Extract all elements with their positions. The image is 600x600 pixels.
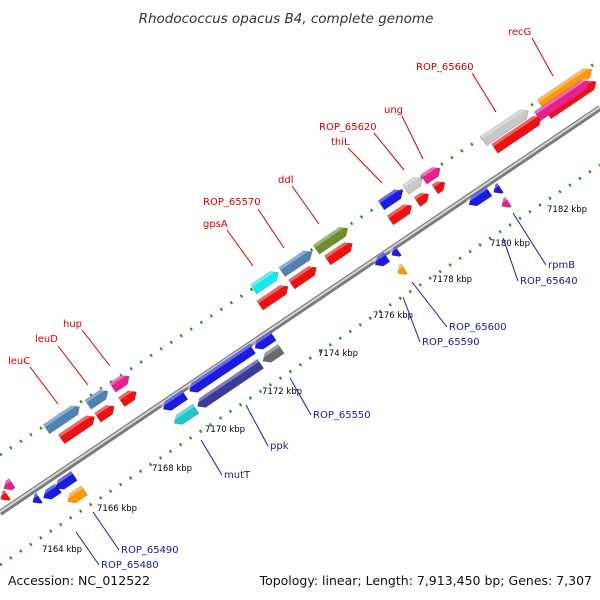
leader-line: [291, 185, 320, 225]
gene-mutt[interactable]: [171, 403, 200, 428]
ticks-layer: 7164 kbp 7166 kbp 7168 kbp 7170 kbp 7172 kbp…: [42, 205, 587, 555]
labels-layer: leuC leuD hup gpsA ROP_65570 ddl thiL ROP_65620…: [8, 27, 578, 571]
gene-label-rop_65640[interactable]: ROP_65640: [520, 276, 578, 287]
gene-hup[interactable]: [109, 371, 133, 393]
gene-gpsa[interactable]: [250, 268, 281, 295]
leader-line: [471, 72, 497, 113]
leader-line: [57, 345, 89, 386]
leader-line: [226, 229, 254, 267]
gene-thil[interactable]: [377, 186, 406, 211]
genes-layer: [0, 65, 597, 507]
gene-rop_65640[interactable]: [465, 186, 493, 210]
gene-leud[interactable]: [84, 386, 111, 410]
gene-label-leuc[interactable]: leuC: [8, 356, 30, 367]
tick-label: 7172 kbp: [262, 387, 302, 397]
map-title: Rhodococcus opacus B4, complete genome: [139, 11, 434, 27]
leader-line: [411, 281, 448, 328]
gene-rop_65570[interactable]: [278, 247, 315, 278]
tick-label: 7180 kbp: [490, 239, 530, 249]
gene-label-leud[interactable]: leuD: [35, 334, 58, 345]
tick-label: 7168 kbp: [152, 464, 192, 474]
gene-label-hup[interactable]: hup: [63, 319, 82, 330]
gene-red-top-2[interactable]: [94, 401, 118, 423]
gene-rop_65600[interactable]: [394, 263, 408, 278]
tick-label: 7176 kbp: [373, 311, 413, 321]
gene-red-top-8[interactable]: [413, 189, 432, 207]
gene-label-mutt[interactable]: mutT: [224, 470, 251, 481]
gene-blue-bot-1[interactable]: [186, 343, 256, 396]
genome-summary-text: Topology: linear; Length: 7,913,450 bp; …: [259, 573, 592, 588]
leader-line: [512, 212, 547, 266]
gene-label-rop_65570[interactable]: ROP_65570: [203, 197, 261, 208]
gene-ddl[interactable]: [312, 223, 351, 255]
gene-red-top-10[interactable]: [491, 112, 545, 154]
gene-blue-bot-7[interactable]: [29, 492, 43, 507]
gene-rop_65590[interactable]: [372, 252, 391, 270]
gene-ung[interactable]: [420, 163, 444, 185]
gene-red-top-1[interactable]: [57, 412, 97, 445]
leader-line: [402, 296, 421, 343]
gene-label-rop_65550[interactable]: ROP_65550: [313, 410, 371, 421]
gene-red-top-6[interactable]: [324, 239, 355, 266]
gene-rop_65550[interactable]: [259, 343, 285, 365]
tick-label: 7170 kbp: [205, 425, 245, 435]
leader-line: [29, 366, 59, 405]
gene-pink-bot-edge[interactable]: [0, 478, 16, 494]
gene-label-ung[interactable]: ung: [384, 105, 403, 116]
gene-red-top-9[interactable]: [431, 178, 448, 195]
gene-ppk[interactable]: [194, 358, 264, 411]
gene-label-ppk[interactable]: ppk: [270, 441, 289, 452]
gene-blue-bot-6[interactable]: [388, 245, 402, 260]
gene-label-thil[interactable]: thiL: [331, 137, 350, 148]
leader-line: [245, 404, 269, 447]
gene-blue-bot-4[interactable]: [52, 470, 78, 492]
tick-label: 7166 kbp: [97, 504, 137, 514]
gene-label-rop_65600[interactable]: ROP_65600: [449, 322, 507, 333]
leader-line: [200, 439, 223, 476]
gene-red-top-5[interactable]: [288, 263, 319, 290]
gene-rpmb[interactable]: [498, 196, 512, 211]
tick-label: 7174 kbp: [318, 349, 358, 359]
gene-rop_65490[interactable]: [64, 485, 88, 506]
tick-label: 7178 kbp: [432, 275, 472, 285]
leader-line: [289, 377, 312, 416]
leader-line: [373, 132, 405, 171]
leader-line: [347, 147, 383, 184]
gene-label-rop_65590[interactable]: ROP_65590: [422, 337, 480, 348]
gene-blue-bot-3[interactable]: [251, 330, 277, 352]
gene-rop_65660[interactable]: [480, 106, 532, 147]
gene-rop_65620[interactable]: [402, 173, 426, 195]
gene-leuc[interactable]: [42, 402, 82, 435]
tick-label: 7164 kbp: [42, 545, 82, 555]
leader-line: [257, 208, 285, 249]
leader-line: [81, 329, 111, 367]
gene-extra-pink-1[interactable]: [533, 77, 592, 122]
gene-label-ddl[interactable]: ddl: [278, 175, 293, 186]
leader-line: [531, 37, 554, 77]
gene-red-top-7[interactable]: [386, 201, 415, 226]
genome-backbone-highlight: [0, 106, 600, 513]
accession-text: Accession: NC_012522: [8, 573, 150, 588]
tick-track-bottom: [0, 163, 600, 567]
leader-line: [401, 115, 424, 160]
gene-label-rpmb[interactable]: rpmB: [548, 260, 575, 271]
gene-blue-bot-5[interactable]: [490, 182, 504, 197]
gene-label-recg[interactable]: recG: [508, 27, 531, 38]
gene-red-top-3[interactable]: [118, 387, 139, 408]
gene-label-rop_65660[interactable]: ROP_65660: [416, 62, 474, 73]
gene-label-rop_65490[interactable]: ROP_65490: [121, 545, 179, 556]
gene-red-top-4[interactable]: [256, 281, 291, 311]
leader-line: [92, 511, 120, 551]
tick-label: 7182 kbp: [547, 205, 587, 215]
gene-blue-bot-2[interactable]: [160, 389, 189, 414]
gene-label-rop_65480[interactable]: ROP_65480: [101, 560, 159, 571]
gene-label-rop_65620[interactable]: ROP_65620: [319, 122, 377, 133]
leader-line: [502, 237, 519, 282]
leader-line: [75, 531, 100, 566]
gene-red-bot-edge[interactable]: [0, 489, 11, 504]
gene-label-gpsa[interactable]: gpsA: [203, 219, 228, 230]
